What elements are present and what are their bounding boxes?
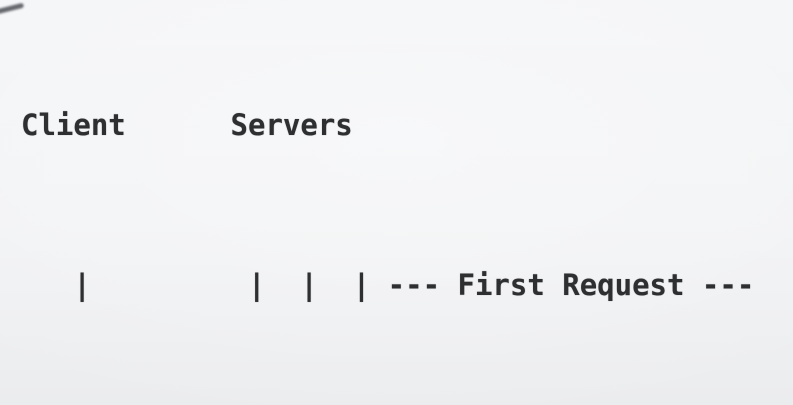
corner-artifact [0, 2, 25, 15]
paxos-ascii-sequence-diagram: Client Servers | | | | --- First Request… [21, 25, 754, 405]
diagram-actors-header: Client Servers [21, 105, 754, 145]
lifelines-art: | | | | [21, 268, 388, 302]
diagram-row-section: | | | | --- First Request --- [21, 265, 754, 305]
actor-header-gap [126, 108, 231, 142]
section-label-first-request: --- First Request --- [387, 268, 755, 302]
actor-servers-label: Servers [230, 108, 353, 142]
actor-client-label: Client [21, 108, 126, 142]
